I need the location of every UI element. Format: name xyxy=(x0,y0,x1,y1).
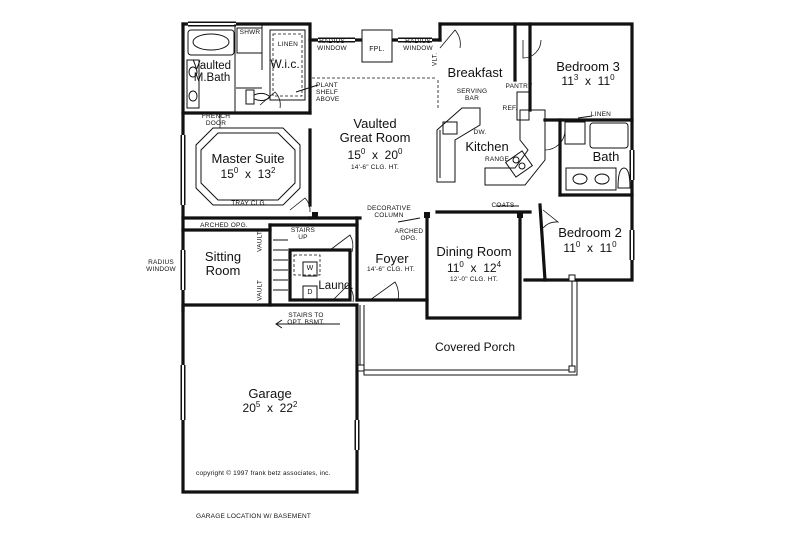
dim-bedroom3: 113 x 110 xyxy=(561,73,615,88)
note-refrigerator: REF. xyxy=(502,105,518,112)
garage-width-in: 5 xyxy=(255,400,261,409)
label-bath: Bath xyxy=(592,149,620,164)
dim-garage: 205 x 222 xyxy=(242,400,298,415)
dim-bedroom2: 110 x 110 xyxy=(563,240,617,255)
garage-depth-in: 2 xyxy=(293,400,298,409)
note-vault-top: VLT. xyxy=(431,52,439,67)
dim-dining-room: 110 x 124 xyxy=(446,260,502,275)
label-foyer: Foyer xyxy=(375,251,409,266)
door-swings xyxy=(219,29,566,303)
copyright-text: copyright © 1997 frank betz associates, … xyxy=(196,470,331,477)
note-french-door: FRENCH DOOR xyxy=(201,113,231,127)
label-shwr: SHWR xyxy=(239,29,261,36)
master-width-ft: 15 xyxy=(220,167,234,181)
dining-width-ft: 11 xyxy=(446,261,460,275)
bed3-width-in: 3 xyxy=(573,73,579,82)
note-range: RANGE xyxy=(484,156,510,163)
note-coats: COATS xyxy=(491,202,515,209)
great-width-in: 0 xyxy=(360,147,366,156)
laundry-appliances xyxy=(293,254,321,301)
stairs xyxy=(273,239,340,329)
master-depth-ft: 13 xyxy=(257,167,272,181)
master-width-in: 0 xyxy=(233,166,239,175)
note-serving-bar: SERVING BAR xyxy=(456,88,488,102)
label-bedroom3: Bedroom 3 xyxy=(556,59,620,74)
label-wic: W.i.c. xyxy=(270,57,300,71)
label-linen-master: LINEN xyxy=(277,41,299,48)
label-breakfast: Breakfast xyxy=(447,65,503,80)
label-vaulted-mbath: Vaulted M.Bath xyxy=(192,60,232,85)
garage-width-ft: 20 xyxy=(242,401,256,415)
bed3-depth-ft: 11 xyxy=(597,74,611,88)
note-dryer: D xyxy=(307,289,313,296)
bed2-width-ft: 11 xyxy=(563,241,576,255)
note-decorative-column: DECORATIVE COLUMN xyxy=(367,205,411,219)
note-vault-lower: VAULT xyxy=(256,279,264,301)
note-stairs-to-bsmt: STAIRS TO OPT. BSMT. xyxy=(287,312,325,326)
label-dining-room: Dining Room xyxy=(436,244,512,259)
label-garage: Garage xyxy=(248,386,292,401)
label-bedroom2: Bedroom 2 xyxy=(558,225,622,240)
dining-depth-ft: 12 xyxy=(483,261,497,275)
bed2-width-in: 0 xyxy=(575,240,581,249)
master-bath-fixtures xyxy=(186,24,306,113)
note-arched-opg-sitting: ARCHED OPG. xyxy=(200,222,248,229)
dining-width-in: 0 xyxy=(459,260,464,269)
label-great-room: Vaulted Great Room xyxy=(339,116,411,145)
note-radius-window-right: RADIUS WINDOW xyxy=(403,38,433,52)
label-covered-porch: Covered Porch xyxy=(434,340,516,354)
note-radius-window-sitting: RADIUS WINDOW xyxy=(146,259,176,273)
label-sitting-room: Sitting Room xyxy=(204,249,242,278)
bed2-depth-ft: 11 xyxy=(599,241,613,255)
bed2-depth-in: 0 xyxy=(612,240,617,249)
great-depth-in: 0 xyxy=(398,147,403,156)
great-depth-ft: 20 xyxy=(384,148,399,162)
label-great-room-clg: 14'-6" CLG. HT. xyxy=(350,164,400,171)
garage-depth-ft: 22 xyxy=(279,401,294,415)
dim-great-room: 150 x 200 xyxy=(347,147,403,162)
leader-lines xyxy=(295,84,593,223)
note-plant-shelf: PLANT SHELF ABOVE xyxy=(316,82,340,103)
label-master-suite: Master Suite xyxy=(211,151,285,166)
note-pantry: PANTRY xyxy=(505,83,533,90)
columns xyxy=(312,212,523,218)
porch-outline xyxy=(357,274,578,376)
note-tray-clg: TRAY CLG. xyxy=(231,200,267,207)
tray-ceiling xyxy=(187,127,301,219)
master-depth-in: 2 xyxy=(271,166,276,175)
note-arched-opg-foyer: ARCHED OPG. xyxy=(394,228,424,242)
note-radius-window-left: RADIUS WINDOW xyxy=(317,38,347,52)
label-foyer-clg: 14'-6" CLG. HT. xyxy=(366,266,416,273)
windows xyxy=(180,21,635,450)
label-dining-clg: 12'-0" CLG. HT. xyxy=(449,276,499,283)
note-stairs-up: STAIRS UP xyxy=(290,227,316,241)
plan-caption: GARAGE LOCATION W/ BASEMENT xyxy=(196,513,312,520)
bed3-width-ft: 11 xyxy=(561,74,574,88)
label-laundry: Laund. xyxy=(318,280,354,292)
dining-depth-in: 4 xyxy=(496,260,502,269)
great-width-ft: 15 xyxy=(347,148,361,162)
dim-master-suite: 150 x 132 xyxy=(220,166,276,181)
note-vault-upper: VAULT xyxy=(256,230,264,252)
label-kitchen: Kitchen xyxy=(465,139,509,154)
note-washer: W xyxy=(306,265,314,272)
bed3-depth-in: 0 xyxy=(610,73,615,82)
note-linen-hall: LINEN xyxy=(590,111,612,118)
note-dishwasher: DW. xyxy=(473,129,487,136)
note-fireplace: FPL. xyxy=(369,46,385,53)
